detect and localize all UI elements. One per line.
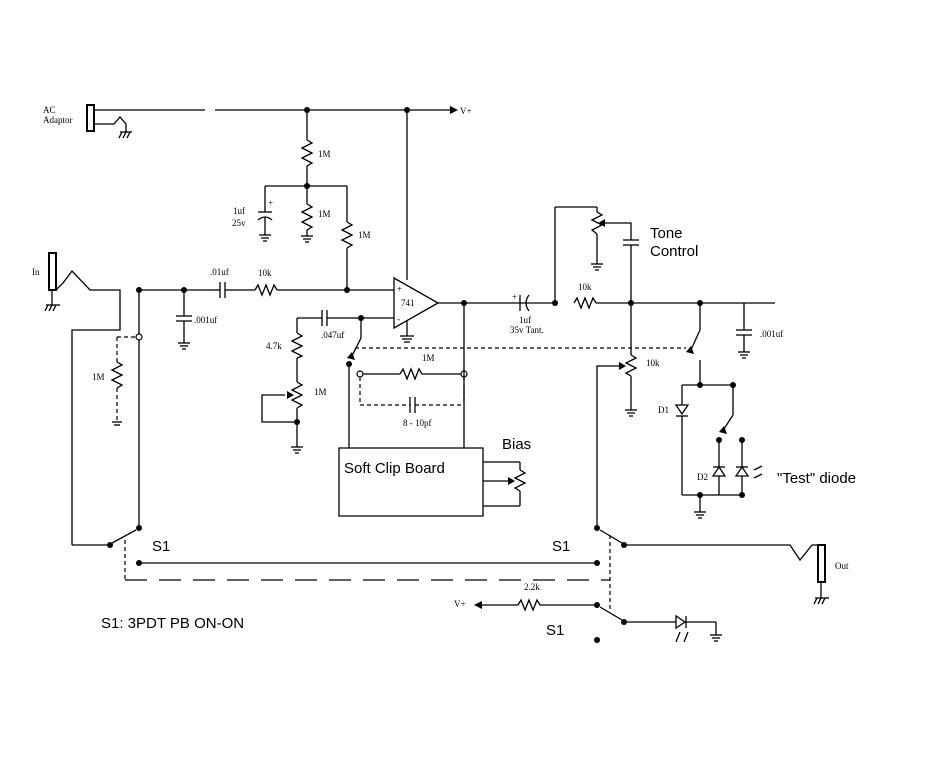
- switch-s1: [72, 455, 627, 610]
- ac-adaptor-jack: [87, 105, 205, 138]
- r-10k-tone-label: 10k: [578, 282, 592, 292]
- tone-pot: [555, 207, 639, 303]
- ac-adaptor-label: AC: [43, 105, 56, 115]
- cap-001uf-out-label: .001uf: [760, 329, 783, 339]
- tone-label: Tone: [650, 225, 683, 242]
- diode-switch-section: [676, 303, 762, 518]
- cap-1uf-25v: +: [258, 186, 273, 241]
- vplus-label: V+: [460, 106, 472, 116]
- led-indicator: [474, 600, 722, 643]
- r-10k-in-label: 10k: [258, 268, 272, 278]
- r-1m-top-label: 1M: [318, 149, 331, 159]
- cap-1uf-label: 1uf: [233, 206, 245, 216]
- feedback-network: [346, 303, 467, 448]
- r-4k7-label: 4.7k: [266, 341, 282, 351]
- r-1m-mid-label: 1M: [318, 209, 331, 219]
- cap-001uf-output: [736, 303, 752, 358]
- r-1m-fb-label: 1M: [422, 353, 435, 363]
- d2-label: D2: [697, 472, 708, 482]
- input-jack: [45, 253, 120, 455]
- cap-out-35v-label: 35v Tant.: [510, 325, 544, 335]
- test-diode-label: "Test" diode: [777, 470, 856, 487]
- switch-spec-label: S1: 3PDT PB ON-ON: [101, 615, 244, 632]
- bias-label: Bias: [502, 436, 531, 453]
- svg-text:+: +: [397, 284, 402, 294]
- svg-text:+: +: [268, 198, 273, 208]
- vplus-rail: [215, 106, 458, 280]
- cap-1uf-35v-tant: +: [512, 292, 529, 311]
- s1-left-label: S1: [152, 538, 170, 555]
- d1-label: D1: [658, 405, 669, 415]
- cap-25v-label: 25v: [232, 218, 246, 228]
- cap-001uf-in-label: .001uf: [194, 315, 217, 325]
- vplus-led-label: V+: [454, 599, 466, 609]
- cap-047uf-label: .047uf: [321, 330, 344, 340]
- in-label: In: [32, 267, 40, 277]
- pot-1m: [262, 382, 303, 453]
- pot-10k: [597, 303, 637, 525]
- cap-047uf: [297, 310, 361, 326]
- r-1m-input-label: 1M: [92, 372, 105, 382]
- opamp-label: 741: [401, 298, 415, 308]
- resistor-1m-input: [112, 337, 136, 425]
- resistor-4k7: [292, 318, 302, 382]
- out-label: Out: [835, 561, 849, 571]
- r-2k2-label: 2.2k: [524, 582, 540, 592]
- opamp-741: + -: [394, 278, 555, 342]
- s1-bottom-label: S1: [546, 622, 564, 639]
- s1-mid-label: S1: [552, 538, 570, 555]
- pot-1m-label: 1M: [314, 387, 327, 397]
- cap-8-10pf-label: 8 - 10pf: [403, 418, 432, 428]
- resistor-1m-mid: [301, 186, 313, 242]
- cap-001uf-input: [176, 290, 192, 349]
- svg-text:-: -: [397, 314, 400, 324]
- tone-label-2: Control: [650, 243, 698, 260]
- output-jack: [623, 545, 829, 604]
- cap-01uf-label: .01uf: [210, 267, 229, 277]
- resistor-10k-tone: [574, 298, 775, 308]
- resistor-10k-input: [255, 285, 394, 295]
- cap-out-1uf-label: 1uf: [519, 315, 531, 325]
- soft-clip-label: Soft Clip Board: [344, 460, 445, 477]
- ac-adaptor-label-2: Adaptor: [43, 115, 73, 125]
- soft-clip-board: [339, 448, 525, 516]
- svg-text:+: +: [512, 292, 517, 302]
- resistor-1m-right: [342, 186, 352, 290]
- resistor-1m-top: [302, 110, 312, 186]
- r-1m-right-label: 1M: [358, 230, 371, 240]
- cap-01uf: [215, 282, 255, 298]
- pot-10k-label: 10k: [646, 358, 660, 368]
